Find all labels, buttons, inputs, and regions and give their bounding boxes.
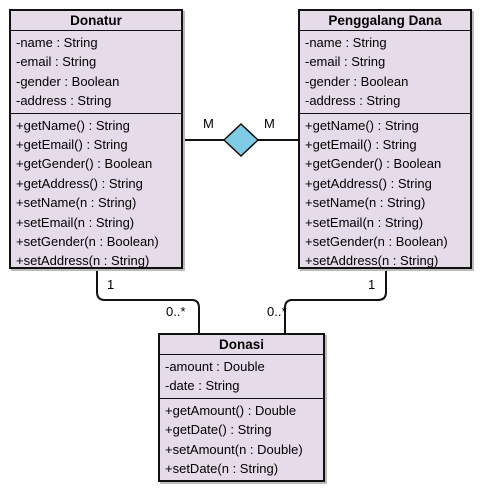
class-title-donasi: Donasi (160, 335, 323, 355)
method-row: +setAddress(n : String) (16, 253, 150, 269)
method-row: +getName() : String (16, 117, 130, 133)
attribute-row: -amount : Double (165, 359, 265, 374)
method-row: +setGender(n : Boolean) (305, 233, 448, 249)
method-row: +setEmail(n : String) (305, 214, 424, 230)
attribute-row: -email : String (305, 54, 386, 70)
attribute-row: -address : String (305, 93, 401, 109)
class-donatur[interactable]: Donatur -name : String -email : String -… (9, 9, 183, 269)
class-penggalang-dana[interactable]: Penggalang Dana -name : String -email : … (298, 9, 472, 269)
method-row: +getAmount() : Double (165, 402, 297, 418)
method-row: +getAddress() : String (305, 175, 432, 191)
attribute-row: -email : String (16, 54, 97, 70)
attribute-row: -gender : Boolean (305, 73, 409, 89)
attribute-row: -name : String (305, 35, 387, 50)
methods-donatur: +getName() : String +getEmail() : String… (11, 112, 181, 273)
method-row: +setDate(n : String) (165, 460, 279, 476)
multiplicity-penggalang-m: M (264, 116, 275, 131)
association-diamond (222, 122, 260, 158)
method-row: +setAddress(n : String) (305, 253, 439, 269)
method-row: +setEmail(n : String) (16, 214, 135, 230)
method-row: +setAmount(n : Double) (165, 441, 303, 457)
class-donasi[interactable]: Donasi -amount : Double -date : String +… (158, 333, 325, 482)
method-row: +getEmail() : String (305, 136, 417, 152)
attribute-row: -gender : Boolean (16, 73, 120, 89)
method-row: +setName(n : String) (16, 195, 137, 211)
methods-penggalang-dana: +getName() : String +getEmail() : String… (300, 112, 470, 273)
multiplicity-penggalang-one: 1 (368, 277, 376, 292)
method-row: +getDate() : String (165, 422, 272, 438)
multiplicity-donasi-many-left: 0..* (166, 304, 186, 319)
method-row: +setGender(n : Boolean) (16, 233, 159, 249)
method-row: +getName() : String (305, 117, 419, 133)
class-title-donatur: Donatur (11, 11, 181, 31)
attribute-row: -name : String (16, 35, 98, 50)
association-line-penggalang-donasi (284, 270, 387, 334)
attribute-row: -address : String (16, 93, 112, 109)
multiplicity-donasi-many-right: 0..* (267, 304, 287, 319)
method-row: +setName(n : String) (305, 195, 426, 211)
attributes-donasi: -amount : Double -date : String (160, 355, 323, 398)
class-title-penggalang-dana: Penggalang Dana (300, 11, 470, 31)
multiplicity-donatur-m: M (203, 116, 214, 131)
methods-donasi: +getAmount() : Double +getDate() : Strin… (160, 397, 323, 481)
multiplicity-donatur-one: 1 (107, 277, 115, 292)
method-row: +getEmail() : String (16, 136, 128, 152)
method-row: +getGender() : Boolean (305, 156, 442, 172)
method-row: +getGender() : Boolean (16, 156, 153, 172)
attributes-donatur: -name : String -email : String -gender :… (11, 31, 181, 113)
association-line-donatur-donasi (96, 270, 200, 334)
attributes-penggalang-dana: -name : String -email : String -gender :… (300, 31, 470, 113)
method-row: +getAddress() : String (16, 175, 143, 191)
attribute-row: -date : String (165, 378, 240, 394)
